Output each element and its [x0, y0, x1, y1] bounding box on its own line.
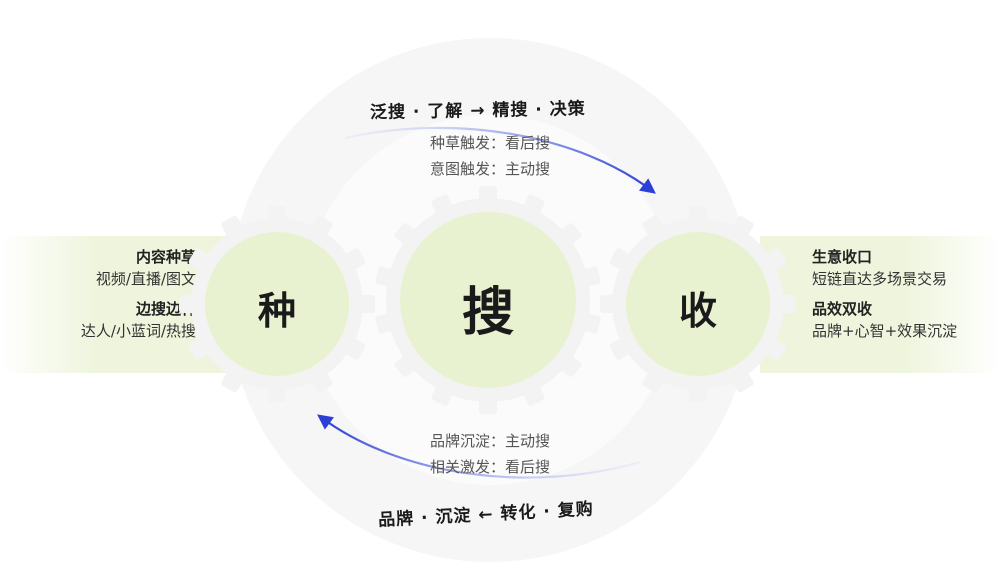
- left-gear-tooth: [357, 295, 375, 313]
- left-gear-tooth: [310, 369, 333, 393]
- node-right-label: 收: [678, 289, 717, 333]
- left-item-1-title: 内容种草: [135, 248, 196, 266]
- left-gear-tooth: [221, 369, 244, 393]
- node-left-label: 种: [257, 289, 296, 333]
- left-gear-tooth: [179, 295, 197, 313]
- top-arc-label: 泛搜 · 了解 → 精搜 · 决策: [369, 99, 586, 123]
- left-panel-text: 内容种草 视频/直播/图文 边搜边种 达人/小蓝词/热搜: [81, 246, 196, 350]
- center-gear-tooth: [558, 354, 582, 377]
- center-gear-tooth: [431, 383, 454, 406]
- right-panel-text: 生意收口 短链直达多场景交易 品效双收 品牌+心智+效果沉淀: [812, 246, 957, 350]
- left-gear-tooth: [221, 215, 244, 239]
- center-gear-tooth: [394, 354, 418, 377]
- right-gear-tooth: [763, 337, 787, 360]
- right-panel: 生意收口 短链直达多场景交易 品效双收 品牌+心智+效果沉淀: [760, 236, 1000, 373]
- right-gear-tooth: [600, 295, 618, 313]
- right-gear-tooth: [642, 369, 665, 393]
- bottom-sub-line-2: 相关激发：看后搜: [429, 458, 550, 476]
- right-gear-tooth: [609, 337, 633, 360]
- center-gear-tooth: [479, 396, 497, 414]
- center-gear-tooth: [580, 266, 601, 287]
- right-gear-tooth: [689, 206, 707, 224]
- center-gear-tooth: [431, 194, 454, 217]
- node-right-circle: [626, 232, 770, 376]
- right-gear-tooth: [778, 295, 796, 313]
- right-gear-tooth: [609, 248, 633, 271]
- node-center-circle: [400, 212, 576, 388]
- right-item-1-title: 生意收口: [812, 248, 873, 266]
- right-gear-tooth: [689, 384, 707, 402]
- left-item-1: 内容种草 视频/直播/图文: [81, 246, 196, 290]
- left-item-1-desc: 视频/直播/图文: [95, 270, 196, 288]
- right-gear-tooth: [763, 248, 787, 271]
- center-gear-tooth: [479, 186, 497, 204]
- right-item-1-desc: 短链直达多场景交易: [812, 270, 948, 288]
- center-gear-tooth: [375, 313, 396, 334]
- left-gear-tooth: [188, 248, 212, 271]
- left-gear-tooth: [342, 337, 366, 360]
- right-item-2: 品效双收 品牌+心智+效果沉淀: [812, 298, 957, 342]
- top-sub-line-2: 意图触发：主动搜: [429, 160, 550, 178]
- node-center-label: 搜: [461, 283, 514, 343]
- center-gear-tooth: [394, 223, 418, 246]
- top-sub-line-1: 种草触发：看后搜: [429, 134, 550, 152]
- right-item-2-desc: 品牌+心智+效果沉淀: [812, 322, 958, 340]
- left-gear-tooth: [310, 215, 333, 239]
- bottom-arc-arrow: [317, 414, 641, 479]
- center-gear-tooth: [558, 223, 582, 246]
- top-sub-lines: 种草触发：看后搜 意图触发：主动搜: [410, 130, 570, 182]
- right-gear-tooth: [731, 215, 754, 239]
- left-gear-tooth: [268, 206, 286, 224]
- left-gear-tooth: [188, 337, 212, 360]
- left-gear-tooth: [342, 248, 366, 271]
- bottom-sub-line-1: 品牌沉淀：主动搜: [429, 432, 550, 450]
- right-item-2-title: 品效双收: [812, 300, 873, 318]
- center-gear-tooth: [522, 383, 545, 406]
- center-gear-tooth: [522, 194, 545, 217]
- left-item-2-desc: 达人/小蓝词/热搜: [80, 322, 196, 340]
- top-arc-arrow: [344, 126, 656, 194]
- center-gear-tooth: [375, 266, 396, 287]
- right-gear-tooth: [642, 215, 665, 239]
- bottom-sub-lines: 品牌沉淀：主动搜 相关激发：看后搜: [410, 428, 570, 480]
- right-gear-tooth: [731, 369, 754, 393]
- left-gear-tooth: [268, 384, 286, 402]
- node-left-circle: [205, 232, 349, 376]
- center-gear-tooth: [580, 313, 601, 334]
- right-item-1: 生意收口 短链直达多场景交易: [812, 246, 957, 290]
